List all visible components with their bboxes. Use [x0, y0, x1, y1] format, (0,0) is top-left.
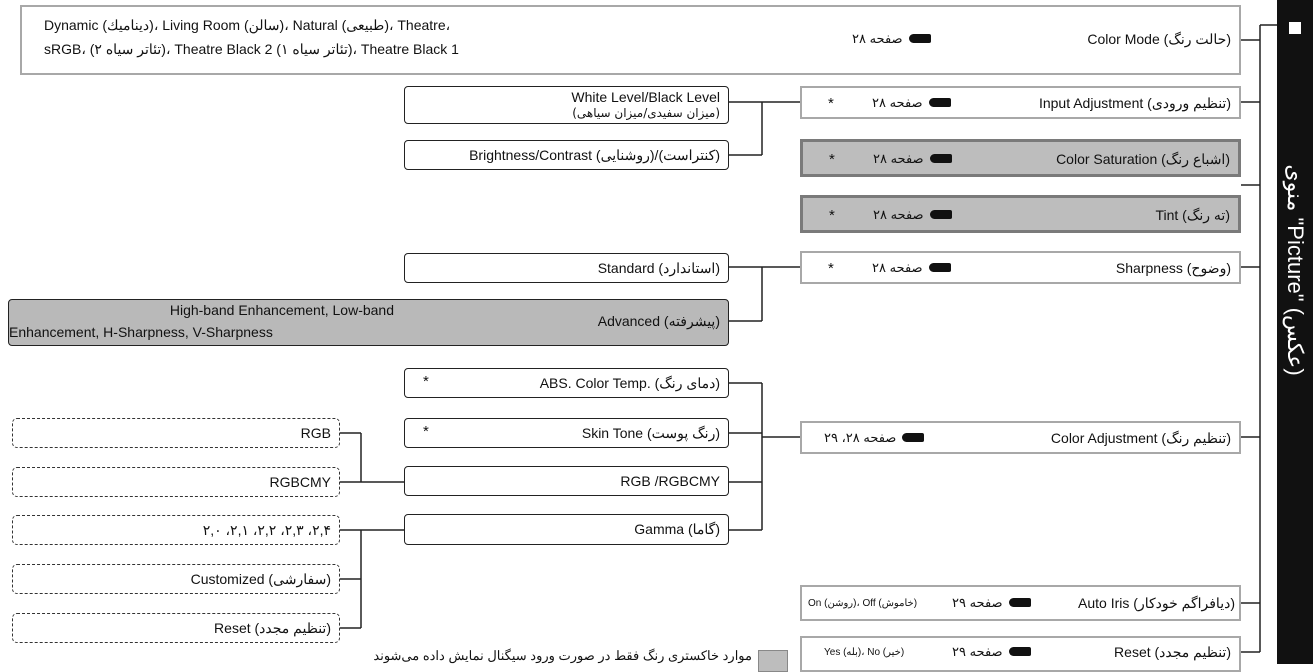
signal-asterisk: * — [829, 207, 835, 224]
legend-text: موارد خاکستری رنگ فقط در صورت ورود سیگنا… — [373, 648, 752, 663]
color-mode-options-line2: sRGB، (تئاتر سیاه ۲)، Theatre Black 2 (ت… — [44, 41, 459, 57]
tint-box[interactable]: * صفحه ۲۸ Tint (ته رنگ) — [800, 195, 1241, 233]
signal-asterisk: * — [828, 260, 834, 277]
input-adjustment-label: Input Adjustment (تنظیم ورودی) — [1038, 95, 1231, 111]
reset-values: Yes (بله)، No (خیر) — [824, 647, 905, 658]
auto-iris-page-ref: صفحه ۲۹ — [952, 595, 1037, 611]
brightness-contrast-box[interactable]: Brightness/Contrast (روشنایی)/(کنتراست) — [404, 140, 729, 170]
standard-label: Standard (استاندارد) — [597, 260, 720, 276]
color-mode-box[interactable]: Dynamic (دینامیك)، Living Room (سالن)، N… — [20, 5, 1241, 75]
pointing-hand-icon — [929, 154, 952, 164]
sharpness-page-ref: صفحه ۲۸ — [872, 260, 957, 276]
input-adjustment-box[interactable]: * صفحه ۲۸ Input Adjustment (تنظیم ورودی) — [800, 86, 1241, 119]
rgb-option-box[interactable]: RGB — [12, 418, 340, 448]
advanced-options-line2: Enhancement, H-Sharpness, V-Sharpness — [9, 324, 273, 340]
sharpness-box[interactable]: * صفحه ۲۸ Sharpness (وضوح) — [800, 251, 1241, 284]
auto-iris-box[interactable]: On (روشن)، Off (خاموش) صفحه ۲۹ Auto Iris… — [800, 585, 1241, 621]
auto-iris-label: Auto Iris (دیافراگم خودکار) — [1078, 595, 1235, 611]
gamma-values-label: ۲,۰ ،۲,۱ ،۲,۲ ،۲,۳ ،۲,۴ — [202, 522, 331, 538]
standard-box[interactable]: Standard (استاندارد) — [404, 253, 729, 283]
pointing-hand-icon — [928, 263, 951, 273]
color-adjustment-box[interactable]: صفحه ۲۸، ۲۹ Color Adjustment (تنظیم رنگ) — [800, 421, 1241, 454]
gamma-values-box[interactable]: ۲,۰ ،۲,۱ ،۲,۲ ،۲,۳ ،۲,۴ — [12, 515, 340, 545]
rgb-rgbcmy-label: RGB /RGBCMY — [620, 473, 720, 489]
pointing-hand-icon — [1008, 647, 1031, 657]
gamma-reset-option-label: Reset (تنظیم مجدد) — [214, 620, 331, 636]
auto-iris-values: On (روشن)، Off (خاموش) — [808, 598, 918, 609]
white-black-level-box[interactable]: White Level/Black Level (میزان سفیدی/میز… — [404, 86, 729, 124]
tint-page-ref: صفحه ۲۸ — [873, 207, 958, 223]
color-saturation-label: Color Saturation (اشباع رنگ) — [1056, 151, 1230, 167]
tint-label: Tint (ته رنگ) — [1155, 207, 1230, 223]
sidebar — [1277, 0, 1313, 664]
pointing-hand-icon — [902, 433, 925, 443]
legend-gray-swatch — [758, 650, 788, 672]
signal-asterisk: * — [423, 373, 429, 390]
rgbcmy-option-box[interactable]: RGBCMY — [12, 467, 340, 497]
skin-tone-box[interactable]: * Skin Tone (رنگ پوست) — [404, 418, 729, 448]
advanced-box[interactable]: High-band Enhancement, Low-band Enhancem… — [8, 299, 729, 346]
advanced-options-line1: High-band Enhancement, Low-band — [169, 302, 394, 318]
rgbcmy-option-label: RGBCMY — [269, 474, 331, 490]
rgb-option-label: RGB — [300, 425, 331, 441]
rgb-rgbcmy-box[interactable]: RGB /RGBCMY — [404, 466, 729, 496]
input-adjustment-page-ref: صفحه ۲۸ — [872, 95, 957, 111]
abs-color-temp-label: ABS. Color Temp. (دمای رنگ) — [539, 375, 720, 391]
pointing-hand-icon — [928, 98, 951, 108]
gamma-label: Gamma (گاما) — [634, 521, 720, 537]
pointing-hand-icon — [1008, 598, 1031, 608]
pointing-hand-icon — [929, 210, 952, 220]
abs-color-temp-box[interactable]: * ABS. Color Temp. (دمای رنگ) — [404, 368, 729, 398]
signal-asterisk: * — [828, 95, 834, 112]
skin-tone-label: Skin Tone (رنگ پوست) — [581, 425, 720, 441]
sidebar-title: منوی "Picture" (عکس) — [1283, 164, 1308, 376]
customized-option-label: Customized (سفارشی) — [190, 571, 331, 587]
advanced-label: Advanced (پیشرفته) — [597, 313, 720, 329]
color-adjustment-page-ref: صفحه ۲۸، ۲۹ — [824, 430, 930, 446]
gamma-reset-option-box[interactable]: Reset (تنظیم مجدد) — [12, 613, 340, 643]
color-mode-label: Color Mode (حالت رنگ) — [1087, 31, 1231, 47]
white-black-level-line1: White Level/Black Level — [571, 89, 720, 105]
color-mode-options-line1: Dynamic (دینامیك)، Living Room (سالن)، N… — [44, 17, 451, 33]
gamma-box[interactable]: Gamma (گاما) — [404, 514, 729, 545]
white-black-level-line2: (میزان سفیدی/میزان سیاهی) — [572, 106, 720, 120]
signal-asterisk: * — [829, 151, 835, 168]
color-saturation-box[interactable]: * صفحه ۲۸ Color Saturation (اشباع رنگ) — [800, 139, 1241, 177]
color-saturation-page-ref: صفحه ۲۸ — [873, 151, 958, 167]
signal-asterisk: * — [423, 423, 429, 440]
reset-page-ref: صفحه ۲۹ — [952, 644, 1037, 660]
sharpness-label: Sharpness (وضوح) — [1115, 260, 1231, 276]
reset-label: Reset (تنظیم مجدد) — [1114, 644, 1231, 660]
customized-option-box[interactable]: Customized (سفارشی) — [12, 564, 340, 594]
sidebar-square-icon — [1289, 22, 1301, 34]
brightness-contrast-label: Brightness/Contrast (روشنایی)/(کنتراست) — [469, 147, 720, 163]
color-adjustment-label: Color Adjustment (تنظیم رنگ) — [1050, 430, 1231, 446]
color-mode-page-ref: صفحه ۲۸ — [852, 31, 937, 47]
pointing-hand-icon — [908, 34, 931, 44]
reset-box[interactable]: Yes (بله)، No (خیر) صفحه ۲۹ Reset (تنظیم… — [800, 636, 1241, 672]
